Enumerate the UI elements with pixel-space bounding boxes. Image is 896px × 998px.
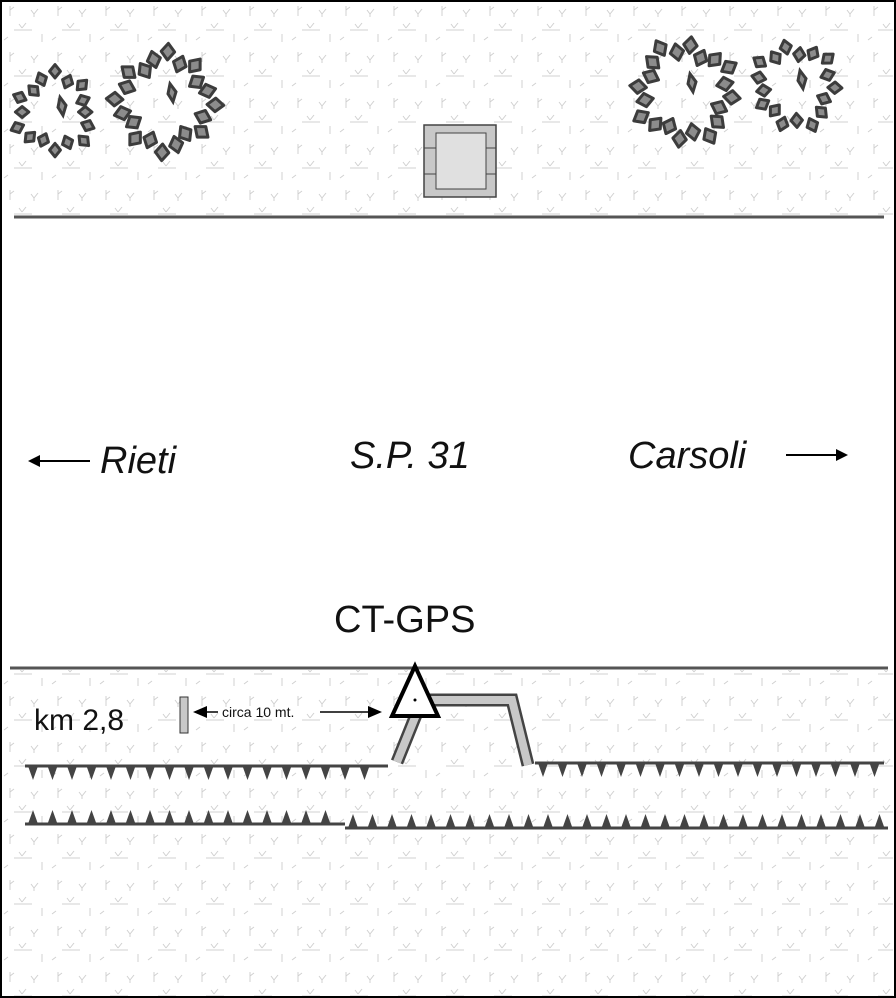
building-icon — [423, 124, 497, 198]
direction-left: Rieti — [28, 440, 178, 482]
station-label: CT-GPS — [334, 599, 475, 641]
road-name: S.P. 31 — [350, 435, 470, 477]
tree-icon — [9, 63, 96, 159]
distance-indicator: circa 10 mt. — [193, 704, 382, 720]
direction-label-rieti: Rieti — [100, 440, 178, 482]
direction-right: Carsoli — [628, 435, 848, 477]
tree-icon — [750, 38, 844, 133]
km-marker-post — [179, 696, 189, 734]
grass-area-bottom — [3, 670, 893, 996]
tree-icon — [628, 35, 742, 149]
distance-label: circa 10 mt. — [222, 704, 294, 720]
ditch — [25, 761, 888, 830]
direction-label-carsoli: Carsoli — [628, 435, 748, 477]
gps-station-triangle-icon — [388, 661, 442, 718]
km-marker-label: km 2,8 — [34, 704, 124, 737]
tree-icon — [104, 41, 226, 163]
